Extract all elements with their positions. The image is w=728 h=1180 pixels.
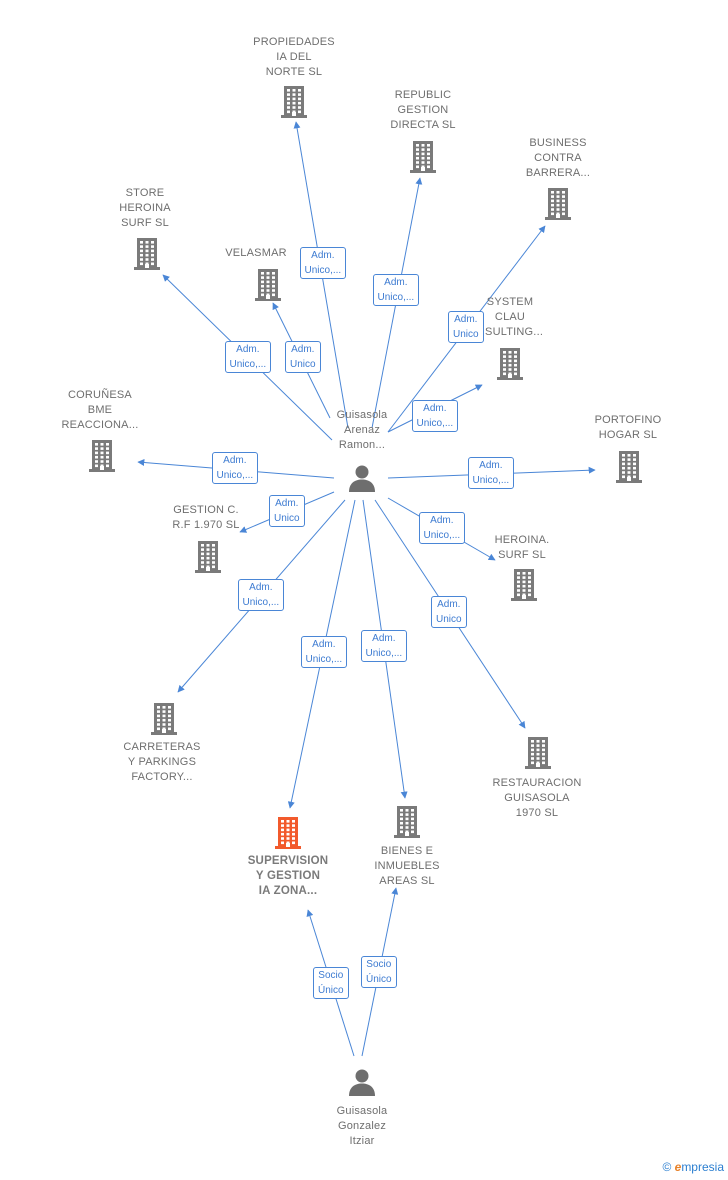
relation-label-carreteras[interactable]: Adm. Unico,... <box>237 579 285 611</box>
building-icon <box>195 541 221 573</box>
company-label-supervision[interactable]: SUPERVISION Y GESTION IA ZONA... <box>247 854 329 897</box>
company-label-system[interactable]: SYSTEM CLAU NSULTING... <box>476 295 544 338</box>
company-label-velasmar[interactable]: VELASMAR <box>225 246 287 259</box>
brand-initial: e <box>674 1160 682 1174</box>
building-icon <box>525 737 551 769</box>
company-label-heroina[interactable]: HEROINA. SURF SL <box>494 534 550 561</box>
company-node-business[interactable] <box>493 187 623 221</box>
relation-label-corunesa[interactable]: Adm. Unico,... <box>211 452 259 484</box>
relation-label-store[interactable]: Adm. Unico,... <box>224 341 272 373</box>
company-label-heroina-wrap: HEROINA. SURF SL <box>457 533 587 563</box>
company-label-restauracion[interactable]: RESTAURACION GUISASOLA 1970 SL <box>492 776 582 819</box>
company-node-portofino[interactable] <box>564 450 694 484</box>
center-person-name[interactable]: Guisasola Arenaz Ramon... <box>336 408 388 451</box>
company-node-supervision[interactable] <box>223 816 353 850</box>
relation-label-propiedades[interactable]: Adm. Unico,... <box>299 247 347 279</box>
company-label-republic[interactable]: REPUBLIC GESTION DIRECTA SL <box>390 88 456 131</box>
company-node-restauracion[interactable] <box>473 736 603 770</box>
company-label-restauracion-wrap: RESTAURACION GUISASOLA 1970 SL <box>472 776 602 821</box>
building-icon <box>497 348 523 380</box>
relation-label-bienes[interactable]: Adm. Unico,... <box>360 630 408 662</box>
building-icon <box>545 188 571 220</box>
building-icon <box>89 440 115 472</box>
company-node-store[interactable] <box>82 237 212 271</box>
center-person-name-wrap: Guisasola Arenaz Ramon... <box>297 408 427 453</box>
company-label-carreteras[interactable]: CARRETERAS Y PARKINGS FACTORY... <box>123 740 201 783</box>
company-label-republic-wrap: REPUBLIC GESTION DIRECTA SL <box>358 88 488 133</box>
company-node-carreteras[interactable] <box>99 702 229 736</box>
company-label-supervision-wrap: SUPERVISION Y GESTION IA ZONA... <box>223 854 353 899</box>
relation-label-portofino[interactable]: Adm. Unico,... <box>467 457 515 489</box>
company-label-velasmar-wrap: VELASMAR <box>191 246 321 261</box>
relation-label-socio-bienes[interactable]: Socio Único <box>361 956 397 988</box>
company-label-gestionc[interactable]: GESTION C. R.F 1.970 SL <box>172 504 240 531</box>
relation-label-restauracion[interactable]: Adm. Unico <box>431 596 467 628</box>
company-label-carreteras-wrap: CARRETERAS Y PARKINGS FACTORY... <box>97 740 227 785</box>
building-icon <box>511 569 537 601</box>
building-icon <box>410 141 436 173</box>
company-label-store[interactable]: STORE HEROINA SURF SL <box>119 186 171 229</box>
second-person-node[interactable] <box>297 1067 427 1097</box>
company-node-republic[interactable] <box>358 140 488 174</box>
company-label-bienes[interactable]: BIENES E INMUEBLES AREAS SL <box>374 844 440 887</box>
company-node-velasmar[interactable] <box>203 268 333 302</box>
relation-label-socio-supervision[interactable]: Socio Único <box>313 967 349 999</box>
company-label-gestionc-wrap: GESTION C. R.F 1.970 SL <box>141 503 271 533</box>
company-label-system-wrap: SYSTEM CLAU NSULTING... <box>445 295 575 340</box>
building-icon <box>134 238 160 270</box>
building-icon <box>616 451 642 483</box>
relation-label-business[interactable]: Adm. Unico <box>448 311 484 343</box>
company-label-business-wrap: BUSINESS CONTRA BARRERA... <box>493 136 623 181</box>
company-node-bienes[interactable] <box>342 805 472 839</box>
building-icon <box>275 817 301 849</box>
company-node-heroina[interactable] <box>459 568 589 602</box>
second-person-name-wrap: Guisasola Gonzalez Itziar <box>297 1104 427 1149</box>
company-node-corunesa[interactable] <box>37 439 167 473</box>
center-person-node[interactable] <box>297 463 427 493</box>
company-label-corunesa-wrap: CORUÑESA BME REACCIONA... <box>35 388 165 433</box>
second-person-name[interactable]: Guisasola Gonzalez Itziar <box>336 1104 388 1147</box>
relation-label-gestionc[interactable]: Adm. Unico <box>269 495 305 527</box>
building-icon <box>394 806 420 838</box>
company-label-propiedades[interactable]: PROPIEDADES IA DEL NORTE SL <box>253 35 335 78</box>
company-label-portofino-wrap: PORTOFINO HOGAR SL <box>563 413 693 443</box>
company-label-bienes-wrap: BIENES E INMUEBLES AREAS SL <box>342 844 472 889</box>
company-node-propiedades[interactable] <box>229 85 359 119</box>
company-label-corunesa[interactable]: CORUÑESA BME REACCIONA... <box>61 388 139 431</box>
company-node-gestionc[interactable] <box>143 540 273 574</box>
person-icon <box>349 1069 375 1096</box>
brand-footer[interactable]: © empresia <box>662 1160 724 1174</box>
company-label-business[interactable]: BUSINESS CONTRA BARRERA... <box>525 136 591 179</box>
building-icon <box>281 86 307 118</box>
relation-label-republic[interactable]: Adm. Unico,... <box>372 274 420 306</box>
relation-label-velasmar[interactable]: Adm. Unico <box>285 341 321 373</box>
company-node-system[interactable] <box>445 347 575 381</box>
copyright-symbol: © <box>662 1160 672 1174</box>
relation-label-heroina[interactable]: Adm. Unico,... <box>418 512 466 544</box>
building-icon <box>255 269 281 301</box>
person-icon <box>349 465 375 492</box>
brand-name: mpresia <box>681 1160 724 1174</box>
relation-label-supervision[interactable]: Adm. Unico,... <box>300 636 348 668</box>
company-label-portofino[interactable]: PORTOFINO HOGAR SL <box>594 414 662 441</box>
building-icon <box>151 703 177 735</box>
company-label-store-wrap: STORE HEROINA SURF SL <box>80 186 210 231</box>
company-label-propiedades-wrap: PROPIEDADES IA DEL NORTE SL <box>229 35 359 80</box>
relation-label-system[interactable]: Adm. Unico,... <box>411 400 459 432</box>
